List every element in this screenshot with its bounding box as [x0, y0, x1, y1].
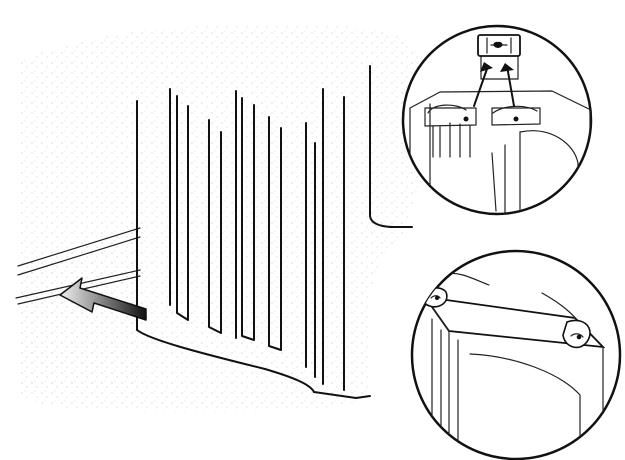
appliance-top-edge	[409, 90, 591, 111]
bottom-inset-circle	[410, 249, 622, 460]
bubble-indicator	[493, 41, 503, 48]
top-left-brace	[424, 107, 477, 127]
top-left-screw	[463, 116, 469, 122]
top-inset	[401, 24, 593, 216]
panel-slot-left-outer	[176, 95, 189, 321]
top-panel-lines-left	[432, 122, 471, 158]
main-view	[15, 24, 418, 413]
appliance-left-edge	[136, 100, 315, 393]
top-right-brace	[491, 107, 541, 126]
top-right-screw	[513, 116, 519, 122]
push-arrow-icon	[59, 277, 147, 321]
arrow-left-head	[480, 62, 493, 72]
panel-slot-right-inner	[268, 116, 282, 351]
tilted-front-curve	[469, 353, 581, 459]
level-tool-bracket	[480, 51, 519, 80]
top-panel-lines-right	[491, 130, 579, 214]
appliance-right-corner	[369, 65, 413, 228]
arrow-right-head	[500, 63, 514, 72]
top-left-hinge	[427, 104, 467, 114]
hand-icon-right	[541, 292, 591, 349]
appliance-bottom-right	[313, 391, 371, 399]
panel-slot-right-outer	[241, 97, 255, 341]
top-inset-circle	[401, 24, 593, 216]
arrow-left-shaft	[473, 65, 489, 107]
arrow-right-shaft	[506, 65, 515, 107]
panel-slot-left-inner	[208, 119, 222, 334]
floor-line-lower	[17, 236, 141, 276]
floor-line-upper	[17, 227, 141, 267]
floor-texture	[18, 228, 140, 392]
bottom-inset	[410, 249, 622, 460]
